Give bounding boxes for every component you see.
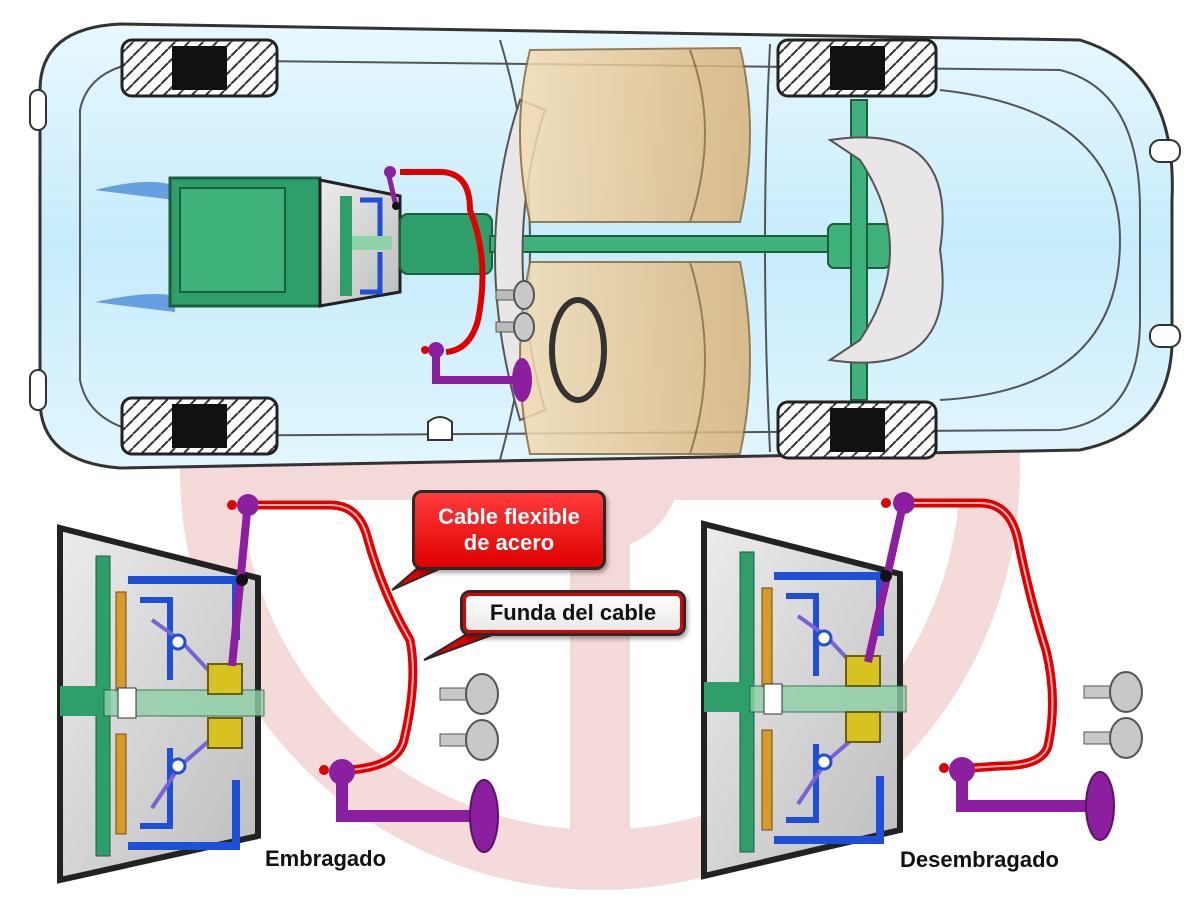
clutch-detail-disengaged	[701, 492, 1143, 880]
pedals-engaged	[439, 673, 499, 761]
cable-callout: Cable flexible de acero	[412, 490, 606, 570]
car-steering-wheel	[549, 297, 607, 403]
car-top-view	[29, 22, 1181, 470]
engaged-caption: Embragado	[265, 846, 387, 871]
engine-block	[168, 176, 402, 308]
disengaged-caption: Desembragado	[900, 847, 1059, 872]
seat-left	[519, 46, 751, 223]
pedals-small	[495, 280, 535, 342]
clutch-pedal-disengaged	[939, 757, 1115, 841]
clutch-pedal-engaged	[319, 759, 499, 853]
wheel-rear-left	[120, 38, 279, 98]
wheel-front-left	[776, 38, 938, 98]
sheath-callout: Funda del cable	[460, 590, 686, 636]
wheel-front-right	[776, 400, 938, 460]
wheel-rear-right	[120, 396, 279, 456]
cable-small	[400, 169, 486, 355]
clutch-pedal-small	[421, 342, 532, 402]
pedals-disengaged	[1083, 671, 1143, 759]
clutch-detail-engaged	[57, 494, 501, 884]
